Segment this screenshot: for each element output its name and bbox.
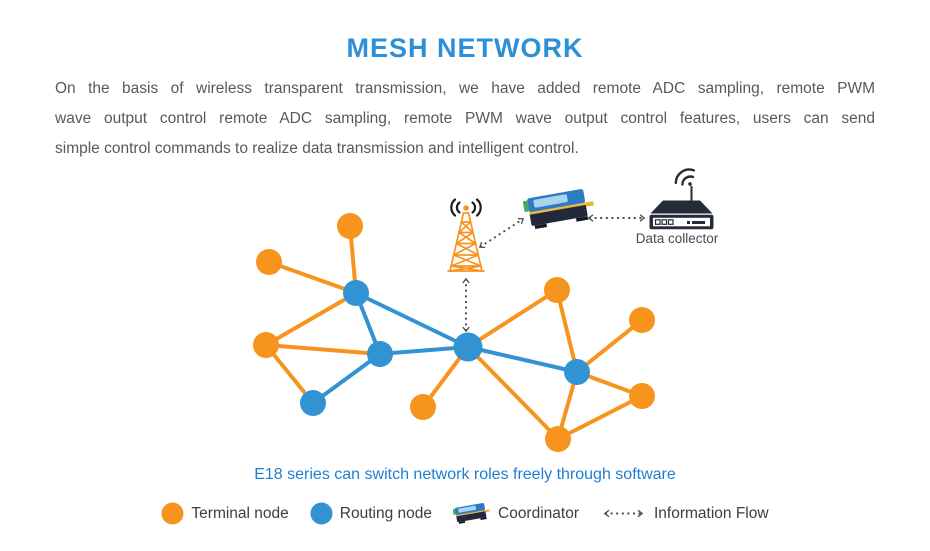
terminal-node (629, 307, 655, 333)
network-edge-routing (354, 291, 470, 349)
information-flow-arrow (478, 217, 525, 249)
coordinator-icon (453, 502, 491, 525)
routing-node (453, 332, 483, 362)
legend-label: Terminal node (191, 504, 289, 522)
network-edge-routing (466, 345, 579, 374)
network-edge-routing (311, 352, 382, 405)
routing-node-icon (310, 502, 333, 525)
network-edge-routing (378, 345, 470, 356)
information-flow-arrows (462, 214, 646, 333)
data-collector-icon (649, 168, 714, 230)
network-edge-terminal (466, 345, 560, 441)
terminal-node (629, 383, 655, 409)
paragraph-line: simple control commands to realize data … (55, 140, 579, 157)
network-edge-terminal (575, 318, 644, 374)
legend-item-terminal: Terminal node (161, 502, 289, 525)
radio-tower-icon (447, 198, 485, 272)
wifi-icon (674, 168, 696, 186)
routing-node (343, 280, 369, 306)
legend-label: Coordinator (498, 504, 579, 522)
diagram-caption: E18 series can switch network roles free… (254, 466, 676, 483)
paragraph-line: On the basis of wireless transparent tra… (55, 80, 875, 97)
network-edge-terminal (466, 288, 559, 349)
legend-item-information-flow: Information Flow (600, 505, 769, 523)
legend: Terminal node Routing node Coordinator I… (0, 500, 930, 527)
network-edge-terminal (555, 288, 579, 374)
terminal-node (256, 249, 282, 275)
legend-label: Information Flow (654, 504, 769, 522)
network-edge-terminal (556, 394, 644, 441)
routing-node (300, 390, 326, 416)
page-title: MESH NETWORK (346, 33, 584, 63)
mesh-network-graph (253, 213, 655, 452)
legend-item-routing: Routing node (310, 502, 432, 525)
terminal-node (253, 332, 279, 358)
radio-waves-icon (450, 198, 482, 217)
network-edge-terminal (264, 291, 358, 347)
legend-label: Routing node (339, 504, 432, 522)
coordinator-device-icon (522, 187, 597, 231)
intro-paragraph: On the basis of wireless transparent tra… (55, 74, 875, 164)
routing-node (367, 341, 393, 367)
terminal-node (337, 213, 363, 239)
data-collector-label: Data collector (636, 231, 719, 246)
terminal-node-icon (161, 502, 184, 525)
network-edge-terminal (264, 343, 382, 356)
network-edge-terminal (267, 260, 358, 295)
routing-node (564, 359, 590, 385)
information-flow-icon (603, 509, 644, 518)
terminal-node (545, 426, 571, 452)
terminal-node (410, 394, 436, 420)
paragraph-line: wave output control remote ADC sampling,… (55, 110, 875, 127)
terminal-node (544, 277, 570, 303)
legend-item-coordinator: Coordinator (453, 500, 579, 527)
